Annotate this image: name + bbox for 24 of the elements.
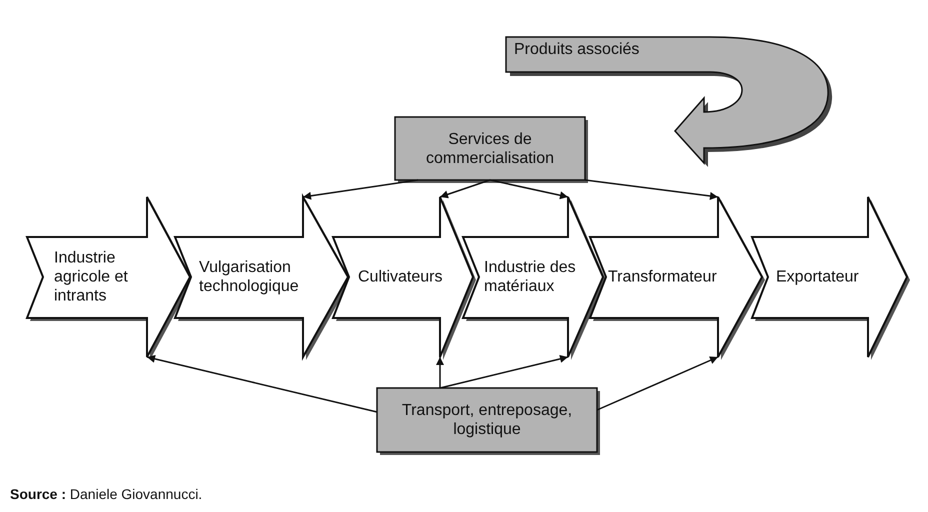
chevron-step (752, 197, 907, 357)
arrow (302, 179, 418, 200)
node-label: Services de commercialisation (424, 130, 556, 168)
chevron-step (590, 197, 762, 357)
arrow (490, 179, 568, 200)
node-label: Industrie des matériaux (484, 258, 576, 296)
arrow (440, 355, 568, 389)
node-label: Cultivateurs (358, 268, 444, 286)
node-label: Transport, entreposage, logistique (400, 401, 574, 439)
arrow (596, 356, 718, 411)
arrow (584, 179, 718, 200)
process-box (377, 388, 597, 452)
arrow (436, 357, 444, 388)
node-label: Transformateur (608, 268, 718, 286)
node-label: Produits associés (514, 40, 640, 59)
node-label: Industrie agricole et intrants (54, 248, 129, 306)
node-label: Exportateur (776, 268, 860, 286)
arrow (440, 179, 490, 198)
chevron-step (27, 197, 190, 357)
process-box (395, 117, 585, 180)
arrow (146, 354, 378, 413)
chevron-step (333, 197, 473, 357)
chevron-step (463, 197, 603, 357)
source-note: Source : Daniele Giovannucci. (10, 486, 202, 502)
